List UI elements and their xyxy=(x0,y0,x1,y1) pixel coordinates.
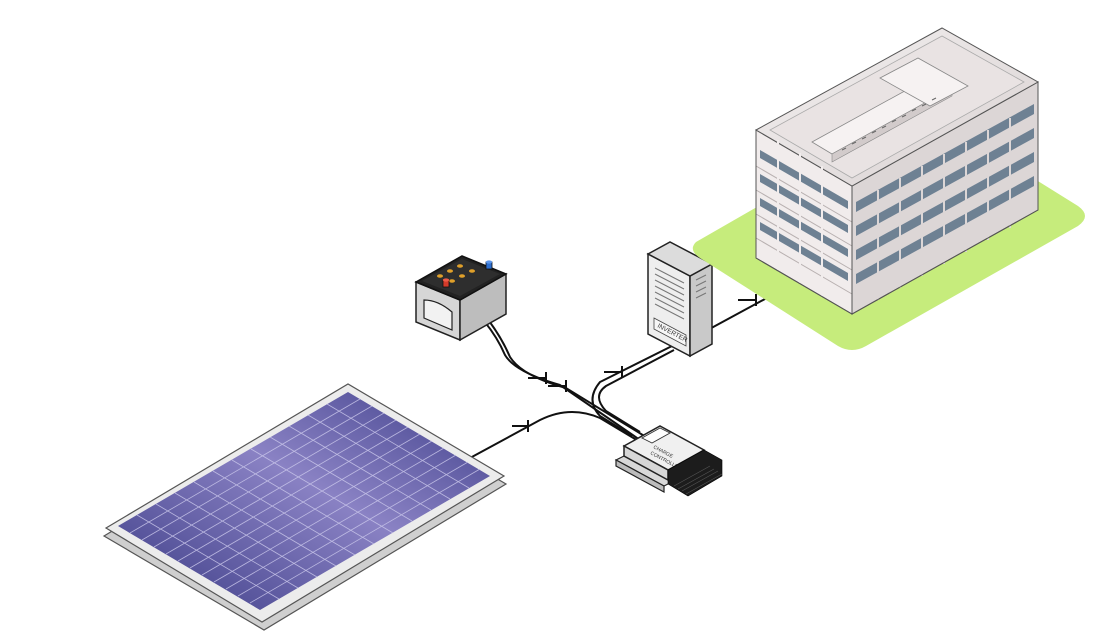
controller-heatsink xyxy=(667,449,723,497)
solar-panel-icon xyxy=(102,383,508,631)
building-mullions-right xyxy=(877,118,1011,300)
building-icon xyxy=(692,27,1085,350)
wire-panel-to-controller xyxy=(469,410,641,459)
wire-controller-to-inverter-a xyxy=(591,345,673,437)
roof-vents xyxy=(841,97,937,151)
flow-arrow-panel xyxy=(512,420,529,432)
inverter-icon: INVERTER xyxy=(646,241,714,358)
battery-terminal-positive-icon xyxy=(442,278,450,288)
battery-handle xyxy=(423,299,453,331)
flow-arrow-battery xyxy=(528,372,547,384)
inverter-vents xyxy=(654,267,707,320)
battery-vent-caps xyxy=(437,264,475,283)
building-floor-lines-left xyxy=(755,165,853,295)
wire-controller-to-inverter-b xyxy=(598,349,675,433)
battery-terminal-negative-icon xyxy=(485,260,493,270)
flow-arrow-battery-2 xyxy=(548,380,567,392)
building-mullions-left xyxy=(777,140,823,296)
battery-icon xyxy=(414,255,508,342)
flow-arrow-inverter xyxy=(604,366,623,378)
charge-controller-icon: CHARGE CONTROLLER xyxy=(614,425,723,497)
flow-arrows xyxy=(512,294,757,432)
flow-arrow-building xyxy=(738,294,757,306)
building-windows-left xyxy=(760,150,848,281)
solar-panel-grid xyxy=(129,398,481,604)
